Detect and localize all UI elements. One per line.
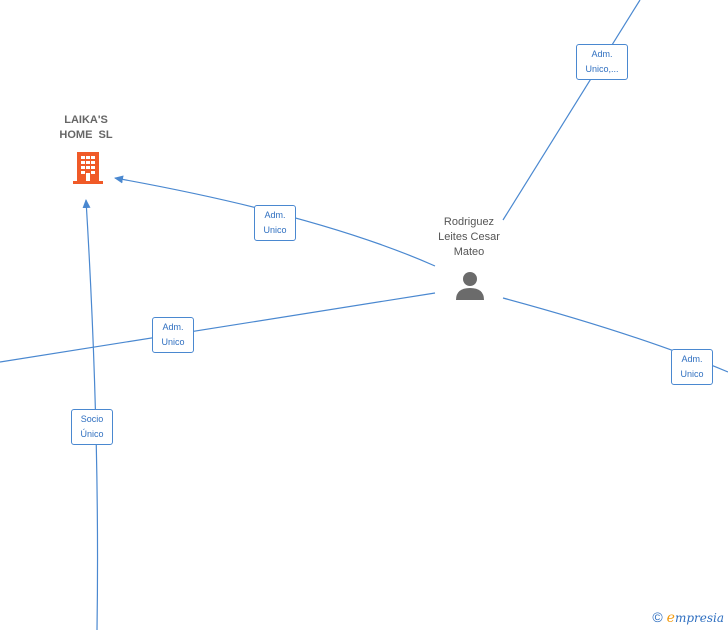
person-name-line2: Leites Cesar	[438, 231, 500, 243]
company-name[interactable]: LAIKA'S HOME SL	[40, 113, 132, 143]
edge-label-text: Unico	[161, 337, 185, 347]
edge-label-right[interactable]: Adm. Unico	[671, 349, 713, 385]
edge-label-text: Adm.	[264, 210, 286, 220]
edge-line-left	[0, 292, 436, 363]
building-icon[interactable]	[72, 149, 104, 185]
edge-label-to-company[interactable]: Adm. Unico	[254, 205, 296, 241]
person-name-line1: Rodriguez	[443, 216, 495, 228]
edge-line-to-company	[114, 175, 436, 267]
edge-label-text: Unico,...	[585, 64, 619, 74]
person-icon[interactable]	[454, 270, 486, 302]
brand-initial: e	[666, 610, 675, 626]
edge-label-text: Adm.	[591, 49, 613, 59]
edge-label-text: Adm.	[162, 322, 184, 332]
person-name[interactable]: Rodriguez Leites Cesar Mateo	[418, 215, 520, 260]
edge-label-text: Único	[80, 429, 104, 439]
empresia-watermark[interactable]: ©empresia	[652, 609, 724, 626]
edge-label-text: Unico	[680, 369, 704, 379]
edge-label-bottom[interactable]: Socio Único	[71, 409, 113, 445]
company-name-line1: LAIKA'S	[64, 114, 108, 126]
edge-label-text: Socio	[80, 414, 104, 424]
copyright-symbol: ©	[652, 609, 663, 625]
edge-label-text: Unico	[263, 225, 287, 235]
brand-rest: mpresia	[674, 611, 724, 625]
edge-label-top-right[interactable]: Adm. Unico,...	[576, 44, 628, 80]
edge-line-top-right	[502, 0, 641, 221]
edge-label-text: Adm.	[681, 354, 703, 364]
edge-label-left[interactable]: Adm. Unico	[152, 317, 194, 353]
person-name-line3: Mateo	[453, 246, 485, 258]
company-name-line2: HOME SL	[59, 129, 113, 141]
